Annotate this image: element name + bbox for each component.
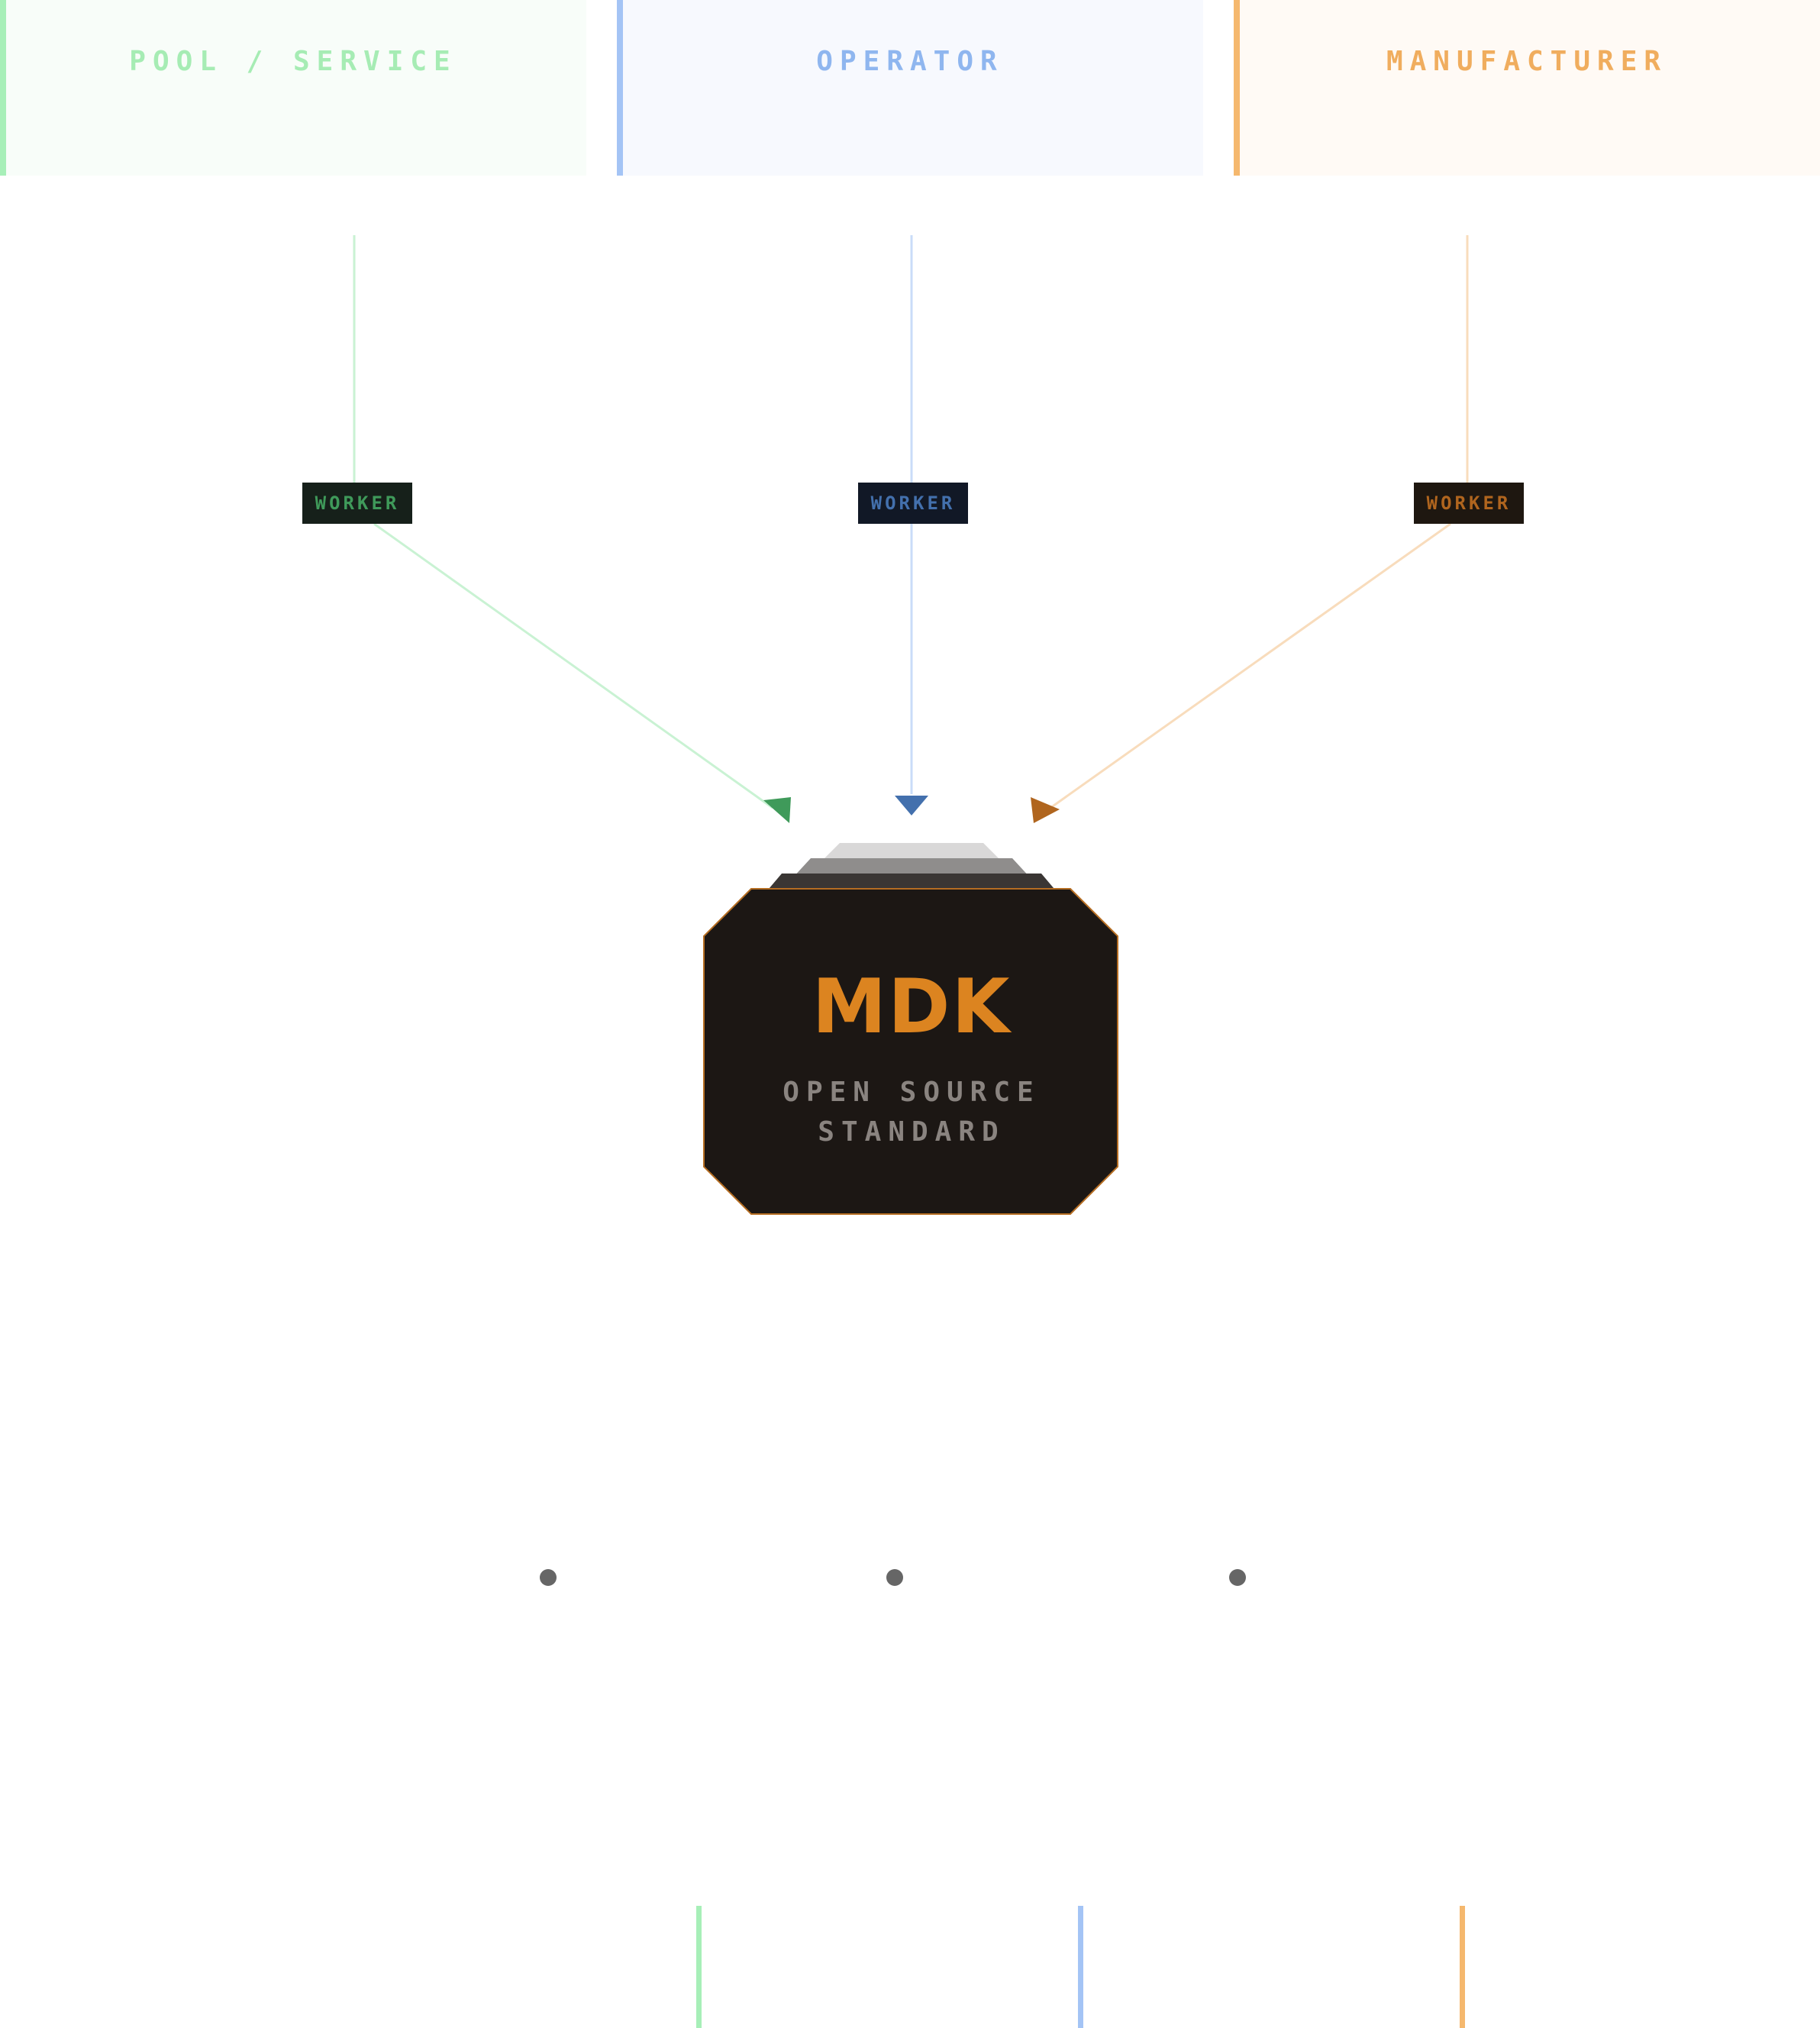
hub-stack-layer-2 xyxy=(792,858,1031,878)
panel-pool-service: POOL / SERVICE xyxy=(0,0,586,176)
arrowhead-pool xyxy=(763,797,791,823)
hub-title: MDK xyxy=(812,964,1012,1051)
arrowhead-operator xyxy=(895,796,928,815)
bottom-tick-operator xyxy=(1078,1906,1083,2028)
panel-accent-bar xyxy=(0,0,6,176)
dot-right xyxy=(1229,1569,1246,1586)
bottom-tick-pool xyxy=(696,1906,702,2028)
worker-badge-operator: WORKER xyxy=(858,483,968,524)
bottom-tick-manufacturer xyxy=(1460,1906,1465,2028)
panel-title-pool-service: POOL / SERVICE xyxy=(129,46,457,77)
connector-manufacturer-to-hub xyxy=(1050,522,1451,809)
worker-badge-pool: WORKER xyxy=(302,483,412,524)
panel-accent-bar xyxy=(617,0,623,176)
hub-subtitle-line-1: OPEN SOURCE xyxy=(783,1077,1041,1108)
panel-title-operator: OPERATOR xyxy=(816,46,1004,77)
dot-center xyxy=(886,1569,903,1586)
hub-octagon xyxy=(703,888,1118,1215)
hub-stack-layer-3 xyxy=(821,843,1002,861)
arrowhead-manufacturer xyxy=(1031,797,1060,823)
connector-pool-to-hub xyxy=(373,522,773,809)
worker-badge-manufacturer: WORKER xyxy=(1414,483,1524,524)
panel-title-manufacturer: MANUFACTURER xyxy=(1386,46,1668,77)
panel-accent-bar xyxy=(1234,0,1240,176)
panel-manufacturer: MANUFACTURER xyxy=(1234,0,1820,176)
dot-left xyxy=(540,1569,557,1586)
panel-operator: OPERATOR xyxy=(617,0,1203,176)
hub-subtitle-line-2: STANDARD xyxy=(818,1116,1005,1148)
